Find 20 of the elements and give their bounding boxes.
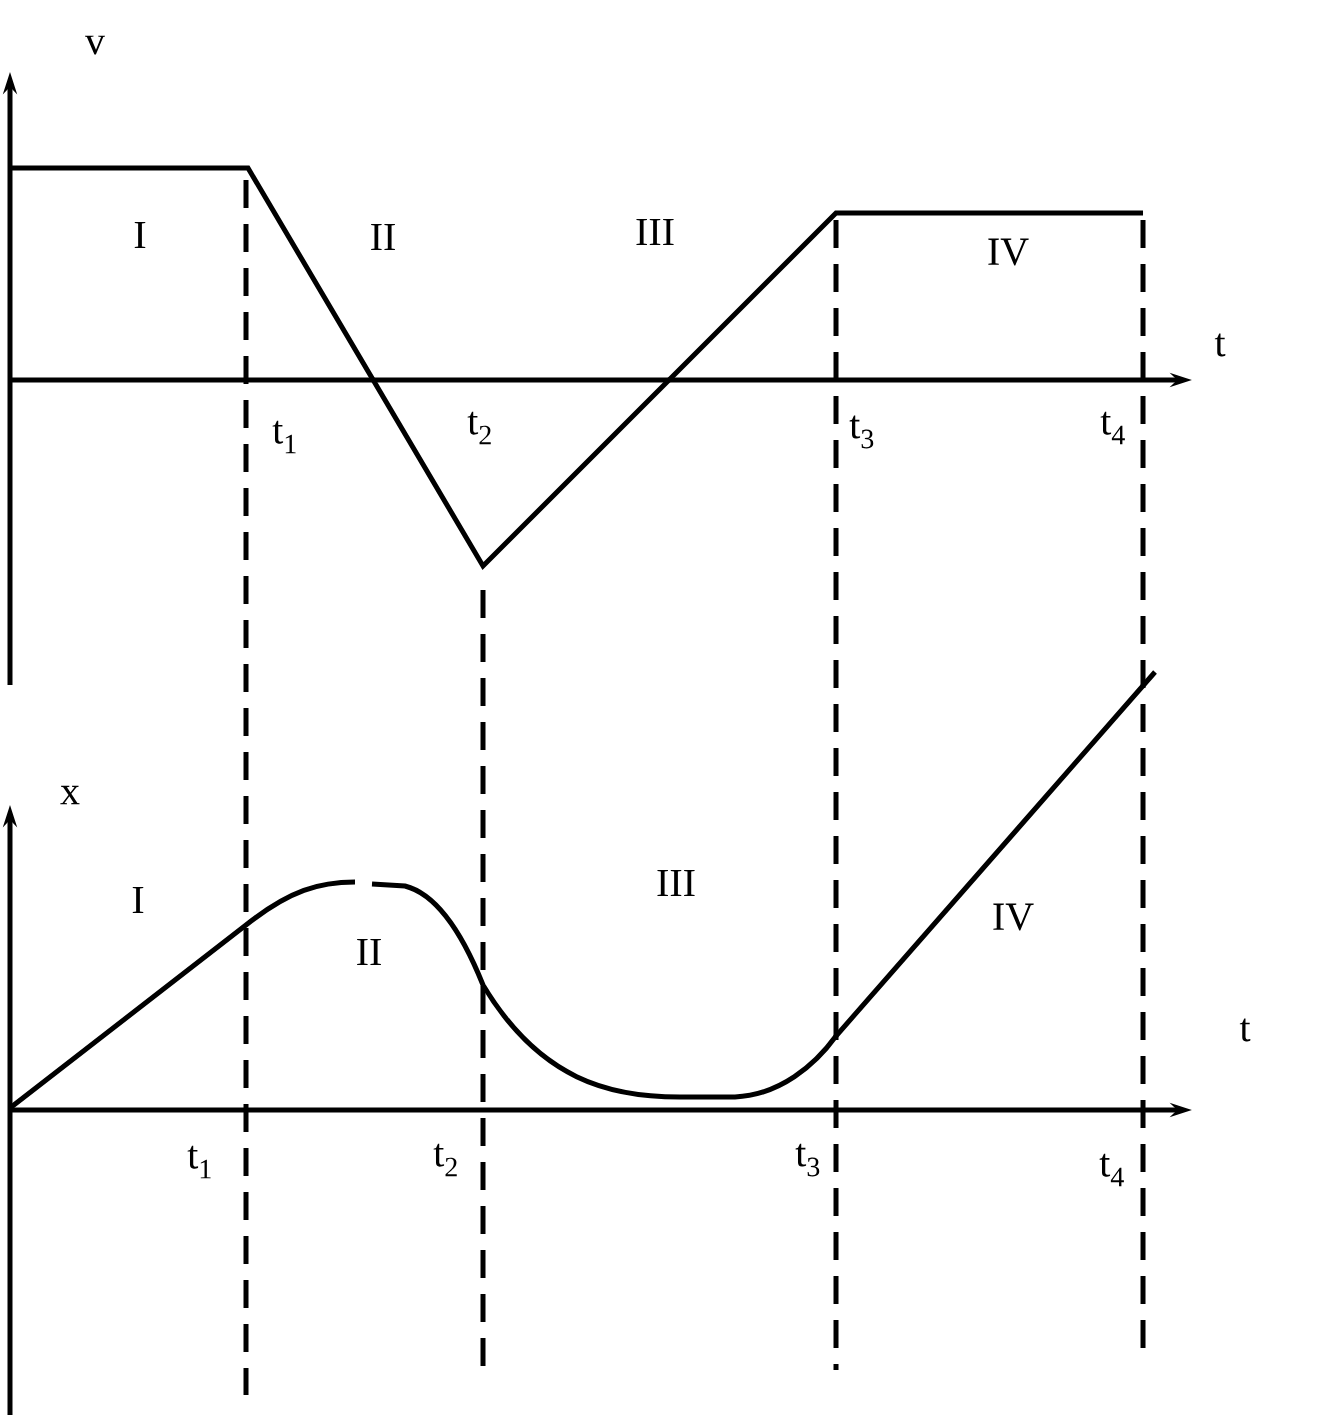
region-label: IV <box>988 238 1029 266</box>
tick-label: t$_{2}$ <box>433 1143 457 1177</box>
region-label: I <box>134 221 146 249</box>
axis-label: v <box>85 35 105 55</box>
region-label: III <box>657 869 695 897</box>
tick-label: t$_{1}$ <box>187 1145 211 1179</box>
tick-label: t$_{2}$ <box>467 411 491 445</box>
axis-label: t <box>1214 333 1226 357</box>
tick-label: t$_{3}$ <box>795 1143 820 1177</box>
axis-label: x <box>60 785 80 805</box>
tick-label: t$_{4}$ <box>1100 411 1125 445</box>
region-label: II <box>357 938 381 966</box>
region-label: IV <box>993 903 1034 931</box>
region-label: III <box>636 218 674 246</box>
region-label: II <box>371 223 395 251</box>
tick-label: t$_{3}$ <box>849 415 874 449</box>
axis-label: t <box>1239 1018 1251 1042</box>
tick-label: t$_{1}$ <box>272 420 296 454</box>
region-label: I <box>132 886 144 914</box>
tick-label: t$_{4}$ <box>1099 1153 1124 1187</box>
